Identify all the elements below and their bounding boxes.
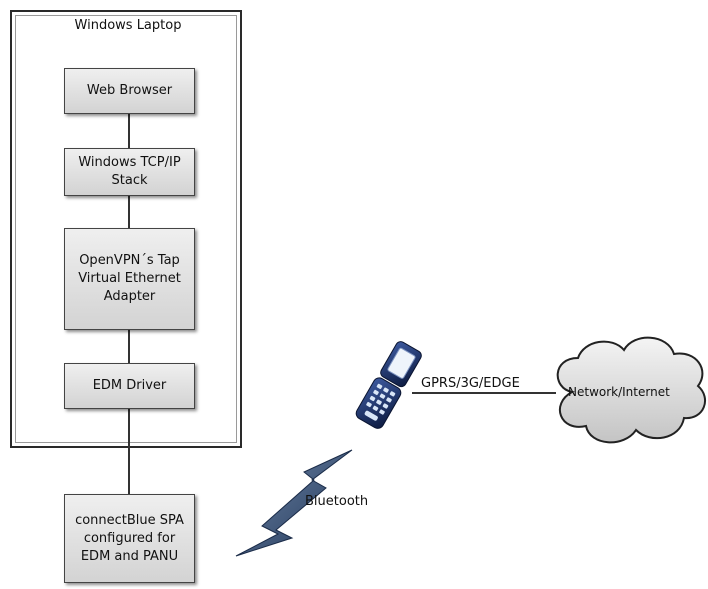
box-label: connectBlue SPA configured for EDM and P… (75, 512, 184, 564)
box-label: EDM Driver (92, 378, 167, 393)
box-label: Windows TCP/IP Stack (78, 155, 181, 188)
tcp-ip-stack-box: Windows TCP/IP Stack (64, 148, 195, 196)
tap-adapter-box: OpenVPN´s Tap Virtual Ethernet Adapter (64, 228, 195, 330)
box-label: OpenVPN´s Tap Virtual Ethernet Adapter (78, 253, 181, 304)
gprs-link-label: GPRS/3G/EDGE (421, 376, 520, 391)
connector-edm-spa (128, 409, 130, 494)
connector-browser-tcp (128, 114, 130, 148)
cloud-label: Network/Internet (568, 385, 670, 399)
mobile-phone-icon (355, 341, 422, 429)
edm-driver-box: EDM Driver (64, 363, 195, 409)
cloud-icon (556, 336, 706, 444)
connector-tap-edm (128, 330, 130, 363)
box-label: Web Browser (86, 83, 173, 98)
laptop-inner-frame (15, 15, 237, 443)
bluetooth-link-label: Bluetooth (305, 494, 369, 509)
laptop-title: Windows Laptop (74, 18, 182, 33)
connector-tcp-tap (128, 196, 130, 228)
lightning-bolt-icon (235, 449, 353, 557)
connectblue-spa-box: connectBlue SPA configured for EDM and P… (64, 494, 195, 583)
web-browser-box: Web Browser (64, 68, 195, 114)
